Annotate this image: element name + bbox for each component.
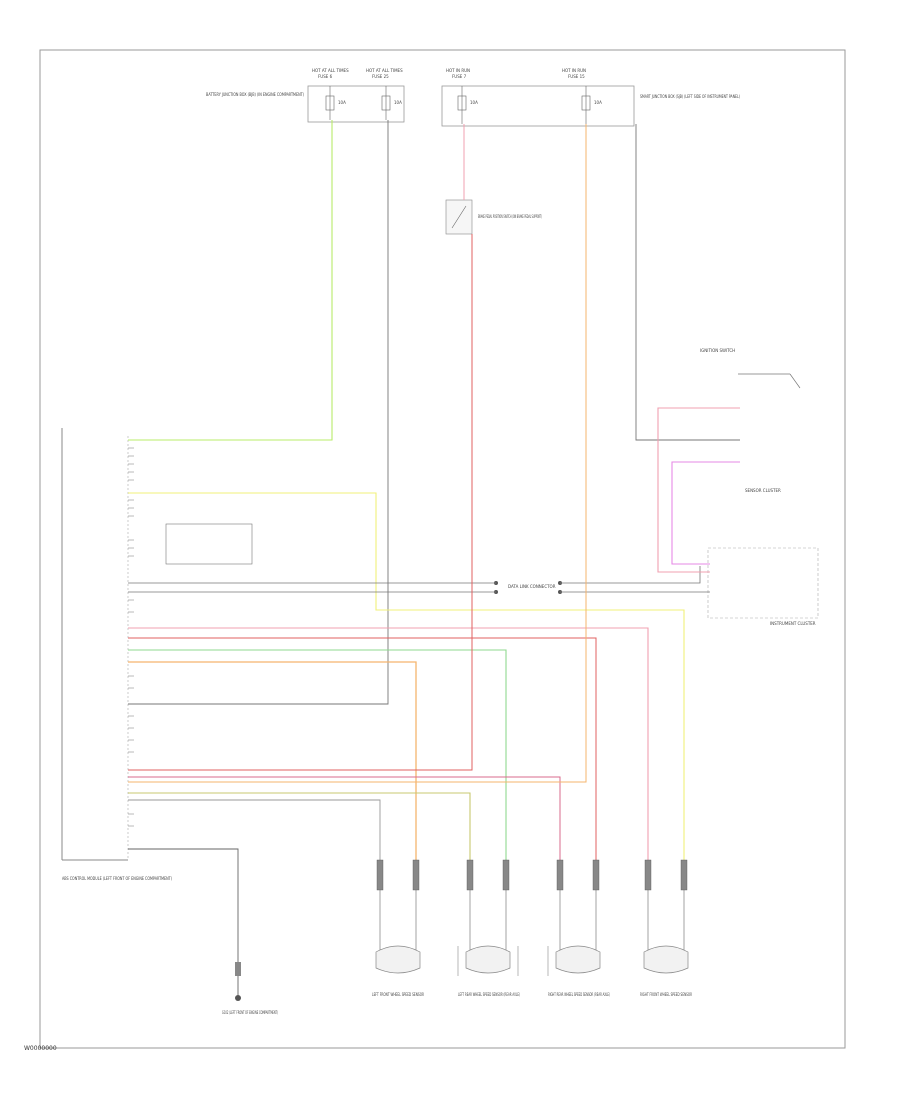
ignition-switch-blade <box>789 373 801 389</box>
wire-gray-fuse25 <box>128 120 389 705</box>
abs-module-label: ABS CONTROL MODULE (LEFT FRONT OF ENGINE… <box>62 876 172 881</box>
fuse-6-label: FUSE 6 <box>318 74 333 79</box>
wire-gray-ignition <box>635 124 740 441</box>
lf-sensor-label: LEFT FRONT WHEEL SPEED SENSOR <box>372 992 424 997</box>
sensor-leads <box>379 890 685 950</box>
lr-wheel-speed-sensor <box>457 945 519 976</box>
fuse-7-rating: 10A <box>470 100 478 105</box>
wire-green-lr <box>128 649 507 860</box>
instrument-cluster-box <box>707 547 819 619</box>
fuse-25-rating: 10A <box>394 100 402 105</box>
wire-yellow <box>128 492 685 860</box>
brake-switch-label: BRAKE PEDAL POSITION SWITCH (ON BRAKE PE… <box>478 214 542 219</box>
wire-pink-rf <box>128 627 649 860</box>
fuse-15-label: FUSE 15 <box>568 74 585 79</box>
rr-sensor-label: RIGHT REAR WHEEL SPEED SENSOR (REAR AXLE… <box>548 992 610 997</box>
wire-magenta-sensor <box>671 461 740 565</box>
data-link-label: DATA LINK CONNECTOR <box>508 584 556 589</box>
diagram-frame <box>39 49 846 1049</box>
wire-orange-fuse15 <box>128 124 587 783</box>
fuse-15-title: HOT IN RUN <box>562 68 586 73</box>
sensor-cluster-label: SENSOR CLUSTER <box>745 488 781 493</box>
wire-orange-lf <box>128 661 417 860</box>
lf-wheel-speed-sensor <box>375 945 421 974</box>
lr-sensor-label: LEFT REAR WHEEL SPEED SENSOR (REAR AXLE) <box>458 992 520 997</box>
abs-pin-stubs <box>128 447 134 827</box>
rr-wheel-speed-sensor <box>547 945 601 976</box>
fuse-15-rating: 10A <box>594 100 602 105</box>
fuse-25-label: FUSE 25 <box>372 74 389 79</box>
fuse-7-label: FUSE 7 <box>452 74 467 79</box>
rf-sensor-label: RIGHT FRONT WHEEL SPEED SENSOR <box>640 992 692 997</box>
battery-junction-box <box>307 85 405 123</box>
fuse-7-title: HOT IN RUN <box>446 68 470 73</box>
wire-yellow-green <box>128 120 333 441</box>
sjb-label: SMART JUNCTION BOX (SJB) (LEFT SIDE OF I… <box>640 94 740 99</box>
ground-label: G102 (LEFT FRONT OF ENGINE COMPARTMENT) <box>222 1010 278 1015</box>
footer-code: W0000000 <box>24 1045 57 1052</box>
wire-olive-lr <box>128 792 471 860</box>
rf-wheel-speed-sensor <box>643 945 689 974</box>
wire-olive-lf <box>128 799 381 860</box>
wire-gray-dlc <box>128 566 710 593</box>
wire-black-ground <box>128 848 239 996</box>
sensor-connectors <box>376 859 688 891</box>
fuse-6-title: HOT AT ALL TIMES <box>312 68 349 73</box>
brake-pedal-switch <box>445 199 473 235</box>
wire-pink-rr2 <box>128 776 561 860</box>
abs-note-box <box>165 523 253 565</box>
bjb-label: BATTERY JUNCTION BOX (BJB) (IN ENGINE CO… <box>206 92 304 97</box>
fuse-6-rating: 10A <box>338 100 346 105</box>
instrument-cluster-label: INSTRUMENT CLUSTER <box>770 621 816 626</box>
wire-red-rr <box>128 637 597 860</box>
wire-red-brake <box>128 124 473 771</box>
wire-pink-sensor <box>657 407 740 573</box>
ground-symbol <box>235 962 241 1001</box>
ignition-switch-label: IGNITION SWITCH <box>700 348 735 353</box>
smart-junction-box <box>441 85 635 127</box>
fuse-25-title: HOT AT ALL TIMES <box>366 68 403 73</box>
